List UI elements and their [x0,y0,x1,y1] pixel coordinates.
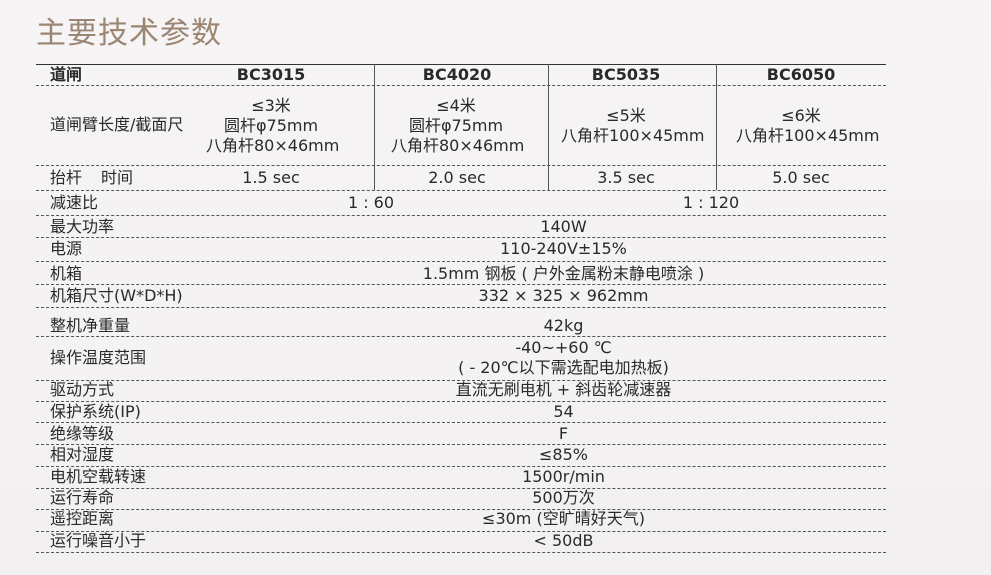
arm-bc3015-line3: 八角杆80×46mm [206,136,340,155]
lift-bc3015: 1.5 sec [242,168,300,187]
spec-value: 140W [540,217,587,236]
spec-table: 道闸 BC3015 BC4020 BC5035 BC6050 道闸臂长度/截面尺… [36,64,886,554]
column-divider [548,64,549,190]
header-label: 道闸 [50,65,83,84]
arm-bc3015-line2: 圆杆φ75mm [223,116,319,135]
lift-bc5035: 3.5 sec [597,168,655,187]
spec-value: 1.5mm 钢板 ( 户外金属粉末静电喷涂 ) [422,264,705,283]
divider [36,165,886,166]
divider [36,261,886,262]
model-bc5035: BC5035 [591,65,661,84]
divider [36,307,886,308]
divider [36,466,886,467]
divider [36,380,886,381]
arm-bc4020-line3: 八角杆80×46mm [391,136,525,155]
divider [36,284,886,285]
lift-label: 抬杆 [50,168,83,187]
temp-value-2: ( - 20℃以下需选配电加热板) [458,358,669,377]
spec-value: 332 × 325 × 962mm [478,286,649,305]
spec-value: < 50dB [533,531,594,550]
divider [36,336,886,337]
spec-label: 最大功率 [50,217,115,236]
model-bc3015: BC3015 [236,65,306,84]
divider [36,422,886,423]
arm-bc6050-line1: ≤6米 [781,106,821,125]
temp-label: 操作温度范围 [50,348,147,367]
spec-label: 运行噪音小于 [50,531,147,550]
spec-label: 绝缘等级 [50,424,115,443]
arm-label: 道闸臂长度/截面尺 [50,115,184,134]
spec-value: 110-240V±15% [500,239,627,258]
divider [36,509,886,510]
arm-bc5035-line1: ≤5米 [606,106,646,125]
spec-value: 54 [553,402,574,421]
model-bc6050: BC6050 [766,65,836,84]
arm-bc6050-line2: 八角杆100×45mm [736,126,880,145]
table-top-border [36,64,886,65]
arm-bc3015-line1: ≤3米 [251,96,291,115]
spec-value: 直流无刷电机 + 斜齿轮减速器 [455,380,672,399]
page-title: 主要技术参数 [36,16,222,51]
arm-bc5035-line2: 八角杆100×45mm [561,126,705,145]
ratio-value-1: 1 : 60 [347,193,395,212]
ratio-value-2: 1 : 120 [682,193,740,212]
spec-label: 电源 [50,239,83,258]
spec-label: 机箱 [50,264,83,283]
spec-label: 驱动方式 [50,380,115,399]
spec-label: 运行寿命 [50,488,115,507]
divider [36,215,886,216]
divider [36,237,886,238]
spec-value: ≤30m (空旷晴好天气) [482,509,645,528]
spec-label: 相对湿度 [50,445,115,464]
spec-label: 保护系统(IP) [50,402,141,421]
spec-label: 电机空载转速 [50,467,147,486]
lift-bc4020: 2.0 sec [428,168,486,187]
spec-value: 1500r/min [522,467,605,486]
spec-label: 遥控距离 [50,509,115,528]
divider [36,531,886,532]
model-bc4020: BC4020 [422,65,492,84]
divider [36,444,886,445]
column-divider [716,64,717,190]
divider [36,190,886,191]
spec-value: 500万次 [532,488,595,507]
temp-value-1: -40~+60 ℃ [515,338,612,357]
divider [36,488,886,489]
arm-bc4020-line2: 圆杆φ75mm [408,116,504,135]
ratio-label: 减速比 [50,193,99,212]
lift-sub-label: 时间 [101,168,134,187]
arm-bc4020-line1: ≤4米 [436,96,476,115]
spec-value: ≤85% [539,445,588,464]
divider [36,552,886,553]
divider [36,401,886,402]
spec-value: F [558,424,569,443]
divider [36,85,886,86]
spec-value: 42kg [543,316,584,335]
column-divider [374,64,375,190]
lift-bc6050: 5.0 sec [772,168,830,187]
spec-label: 整机净重量 [50,316,131,335]
spec-label: 机箱尺寸(W*D*H) [50,286,183,305]
